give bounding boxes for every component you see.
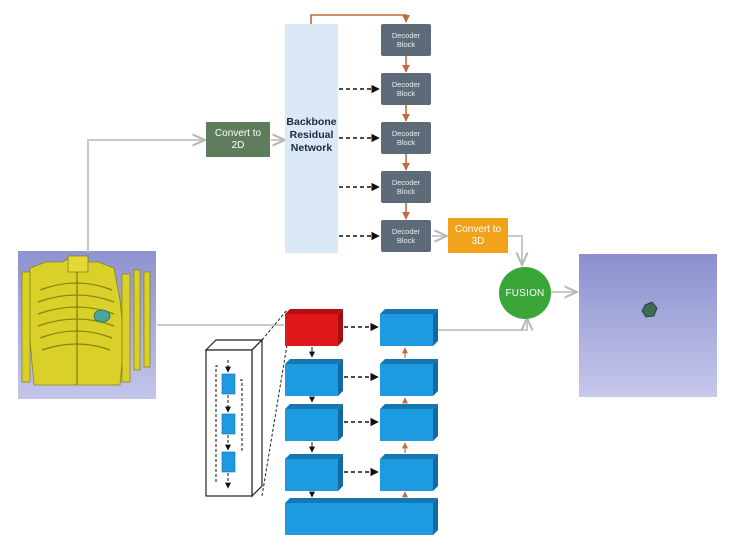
skeleton-arms <box>21 269 151 383</box>
segmented-tumor <box>641 301 658 318</box>
unet-decoder <box>380 309 438 491</box>
inset-conv-block-3 <box>221 451 236 473</box>
encoder-block-2 <box>285 359 343 396</box>
decoder-block-2 <box>381 73 431 105</box>
input-ct-volume <box>18 251 156 399</box>
skeleton-ribs <box>37 272 115 385</box>
decoder-block-5 <box>381 220 431 252</box>
decoder-block-1 <box>381 24 431 56</box>
inset-conv-block-1 <box>221 373 236 395</box>
decoder-block-4 <box>381 171 431 203</box>
block-detail-inset <box>204 309 288 498</box>
unet-to-fusion-arrow <box>438 318 527 331</box>
connector-input-to-convert2d <box>87 140 205 252</box>
unet-decoder-block-4 <box>380 454 438 491</box>
backbone-network-box <box>285 24 338 253</box>
unet-decoder-block-1 <box>380 309 438 346</box>
skeleton-render <box>25 255 125 386</box>
decoder-block-3 <box>381 122 431 154</box>
convert-to-2d-box <box>206 122 270 157</box>
tumor-marker <box>93 309 111 323</box>
encoder-block-4 <box>285 454 343 491</box>
unet-encoder <box>285 309 343 491</box>
convert-to-3d-box <box>448 218 508 253</box>
fusion-node <box>499 267 551 319</box>
unet-skip-connections <box>344 322 379 477</box>
encoder-block-3 <box>285 404 343 441</box>
unet-bottleneck <box>285 498 438 535</box>
backbone-to-decoder1-arrow <box>310 14 410 24</box>
convert3d-to-fusion-arrow <box>508 235 522 265</box>
unet-decoder-block-3 <box>380 404 438 441</box>
unet-decoder-block-2 <box>380 359 438 396</box>
output-segmentation <box>579 254 717 397</box>
decoder-column <box>339 24 431 252</box>
encoder-block-top <box>285 309 343 346</box>
inset-conv-block-2 <box>221 413 236 435</box>
